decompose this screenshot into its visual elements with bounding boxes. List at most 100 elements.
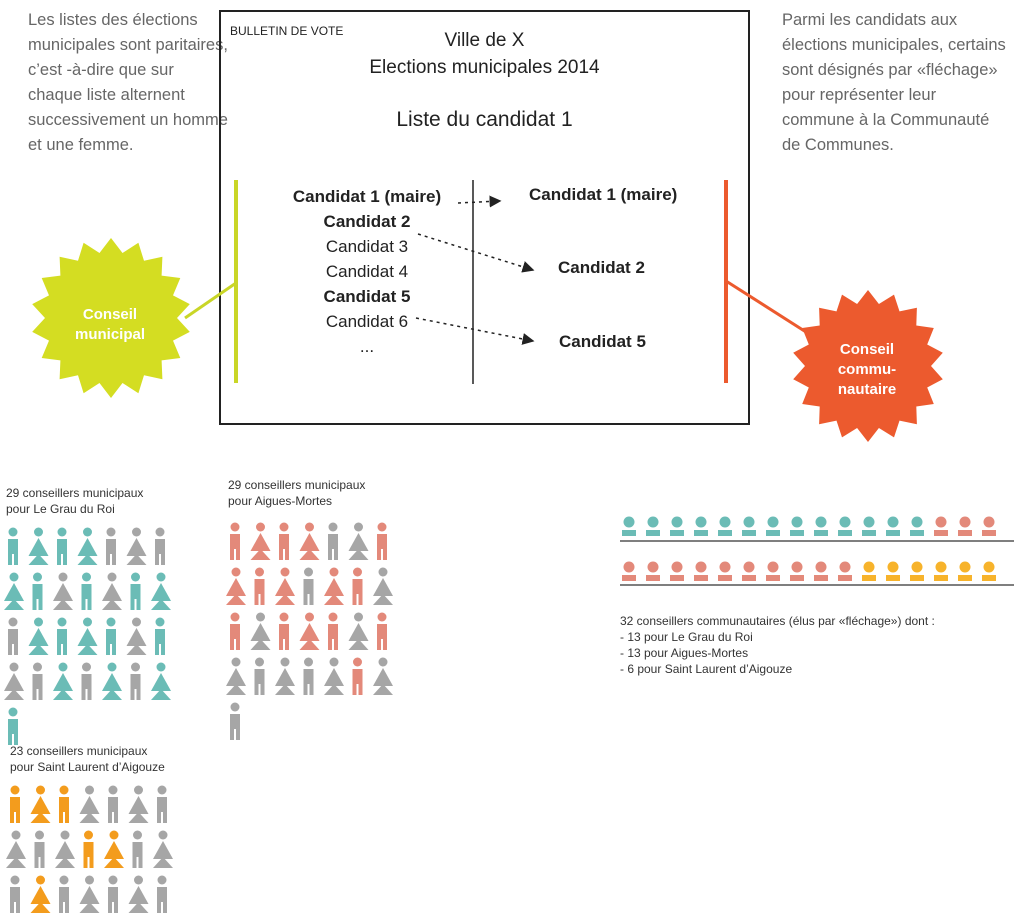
man-figure: [10, 785, 20, 823]
man-figure: [8, 527, 18, 565]
woman-figure: [275, 567, 295, 605]
ballot-city: Ville de X: [444, 30, 525, 51]
man-figure: [230, 702, 240, 740]
woman-figure: [373, 567, 393, 605]
communautaire-seat: [910, 561, 924, 581]
woman-figure: [324, 657, 344, 695]
man-figure: [352, 657, 363, 695]
woman-figure: [102, 572, 122, 610]
woman-figure: [348, 612, 369, 650]
man-figure: [34, 830, 45, 868]
woman-figure: [250, 522, 271, 560]
intro-note-right: Parmi les candidats aux élections munici…: [782, 11, 1006, 154]
communautaire-seat: [934, 561, 948, 581]
candidate-item: Candidat 3: [325, 237, 409, 256]
man-figure: [81, 572, 92, 610]
communautaire-seat: [862, 516, 876, 536]
woman-figure: [126, 617, 147, 655]
man-figure: [279, 522, 289, 560]
woman-figure: [28, 617, 49, 655]
intro-note-left: Les listes des élections municipales son…: [28, 11, 228, 154]
man-figure: [81, 662, 92, 700]
communautaire-seat: [958, 516, 972, 536]
woman-figure: [55, 830, 75, 868]
communautaire-seat: [742, 516, 756, 536]
communautaire-seat: [766, 561, 780, 581]
communautaire-badge: [793, 290, 943, 442]
man-figure: [8, 707, 18, 745]
man-figure: [254, 657, 265, 695]
woman-figure: [299, 522, 320, 560]
communautaire-seat: [910, 516, 924, 536]
man-figure: [352, 567, 363, 605]
communautaire-seat: [982, 516, 996, 536]
man-figure: [303, 567, 314, 605]
man-figure: [328, 522, 338, 560]
ballot-list-title: Liste du candidat 1: [396, 108, 573, 131]
flagged-candidate: Candidat 5: [559, 332, 646, 351]
woman-figure: [324, 567, 344, 605]
flagged-candidate: Candidat 2: [558, 258, 645, 277]
communautaire-seat: [646, 516, 660, 536]
man-figure: [10, 875, 20, 913]
woman-figure: [77, 527, 98, 565]
figures-grau-du-roi: [4, 527, 171, 745]
communautaire-seat: [718, 561, 732, 581]
woman-figure: [30, 875, 51, 913]
communautaire-seat: [622, 561, 636, 581]
man-figure: [59, 875, 69, 913]
arrow-candidat-2: [417, 233, 535, 273]
man-figure: [132, 830, 143, 868]
man-figure: [254, 567, 265, 605]
communautaire-seat: [670, 561, 684, 581]
candidate-item: ...: [359, 337, 375, 356]
community-summary: 32 conseillers communautaires (élus par …: [620, 614, 935, 676]
ballot-box: BULLETIN DE VOTE Ville de X Elections mu…: [219, 10, 750, 425]
candidate-item: Candidat 1 (maire): [292, 187, 442, 206]
communautaire-seat: [790, 561, 804, 581]
municipal-badge: [32, 238, 190, 398]
man-figure: [328, 612, 338, 650]
man-figure: [32, 572, 43, 610]
man-figure: [59, 785, 69, 823]
communautaire-badge-text: Conseil commu- nautaire: [837, 341, 897, 398]
man-figure: [106, 527, 116, 565]
communautaire-seat: [886, 516, 900, 536]
woman-figure: [151, 572, 171, 610]
woman-figure: [79, 785, 100, 823]
man-figure: [106, 617, 116, 655]
communautaire-seat: [862, 561, 876, 581]
man-figure: [32, 662, 43, 700]
communautaire-seat: [886, 561, 900, 581]
communautaire-seat: [766, 516, 780, 536]
woman-figure: [128, 875, 149, 913]
arrow-candidat-1: [457, 195, 502, 208]
man-figure: [130, 662, 141, 700]
woman-figure: [28, 527, 49, 565]
man-figure: [230, 612, 240, 650]
man-figure: [377, 522, 387, 560]
communautaire-seat: [814, 516, 828, 536]
candidate-item: Candidat 2: [323, 212, 411, 231]
communautaire-seat: [982, 561, 996, 581]
woman-figure: [79, 875, 100, 913]
candidate-item: Candidat 5: [323, 287, 411, 306]
communautaire-seat: [790, 516, 804, 536]
woman-figure: [373, 657, 393, 695]
man-figure: [157, 875, 167, 913]
figures-communautaire: [622, 516, 996, 581]
woman-figure: [102, 662, 122, 700]
arrow-candidat-5: [415, 317, 535, 345]
candidate-item: Candidat 6: [325, 312, 409, 331]
woman-figure: [53, 662, 73, 700]
man-figure: [57, 527, 67, 565]
man-figure: [83, 830, 94, 868]
communautaire-seat: [742, 561, 756, 581]
man-figure: [155, 527, 165, 565]
woman-figure: [151, 662, 171, 700]
community-item: - 13 pour Aigues-Mortes: [620, 646, 749, 660]
